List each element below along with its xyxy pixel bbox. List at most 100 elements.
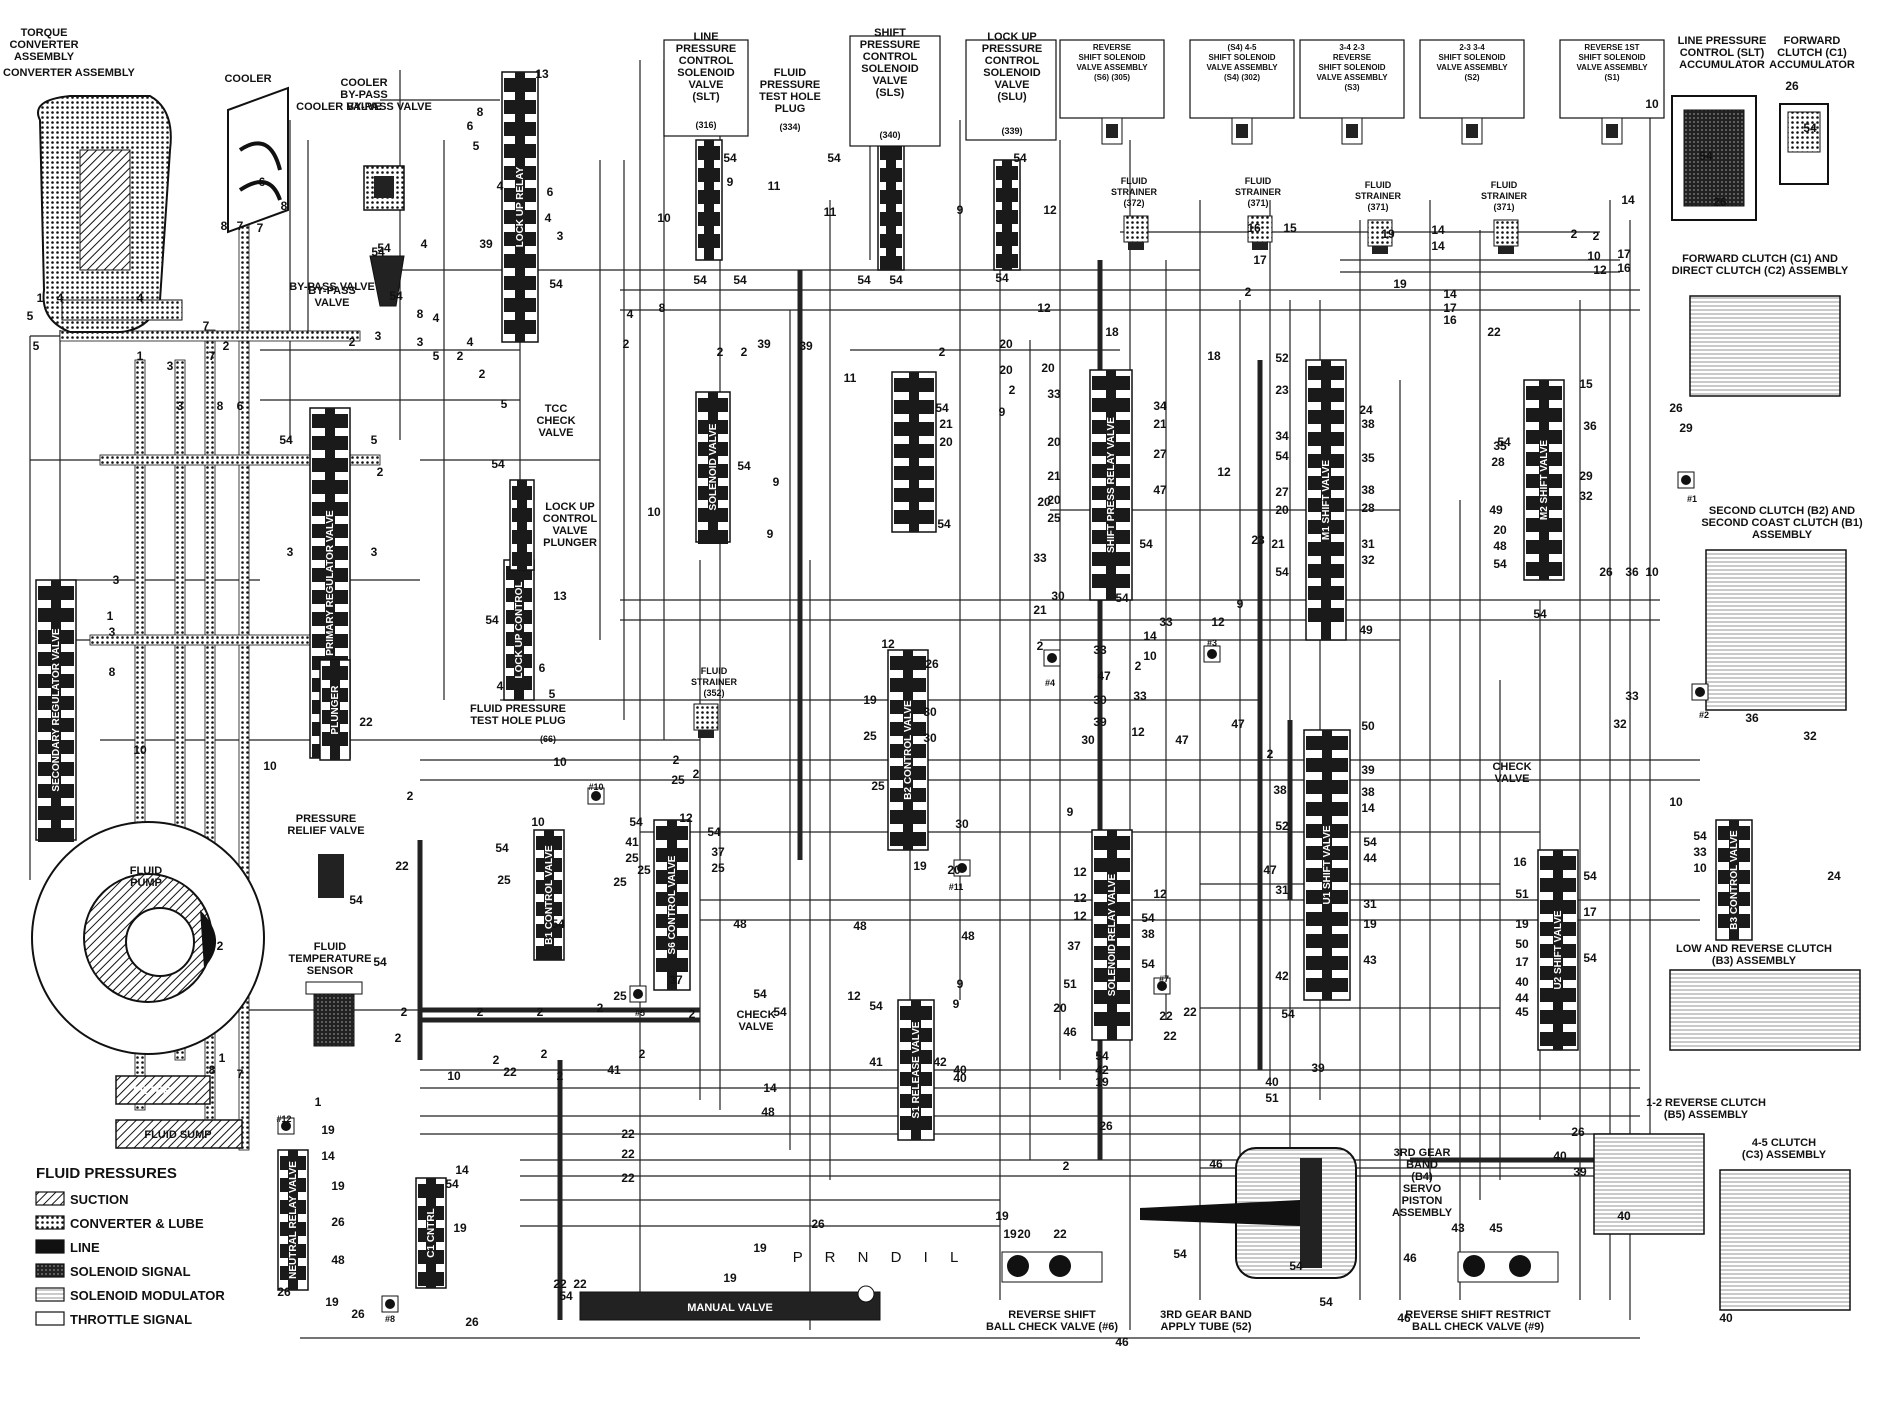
part-ref: (340) [879, 130, 900, 140]
passage-number: 4 [421, 237, 428, 251]
passage-number: 2 [457, 349, 464, 363]
passage-number: 50 [1515, 937, 1529, 951]
passage-number: 22 [1163, 1029, 1177, 1043]
passage-number: 33 [1159, 615, 1173, 629]
passage-number: 54 [1497, 435, 1511, 449]
passage-number: 39 [1361, 763, 1375, 777]
solenoid-valve-body: SOLENOID VALVE [695, 391, 731, 544]
passage-number: 54 [371, 245, 385, 259]
legend-item-fine: SOLENOID MODULATOR [35, 1287, 225, 1303]
passage-number: 54 [1141, 911, 1155, 925]
check-ball-10: #10 [587, 782, 605, 805]
b3-control-valve: B3 CONTROL VALVE [1715, 819, 1753, 941]
passage-number: 24 [1827, 869, 1841, 883]
legend-label: CONVERTER & LUBE [70, 1216, 204, 1231]
passage-number: 26 [465, 1315, 479, 1329]
passage-number: 44 [1515, 991, 1529, 1005]
c1-accumulator [1779, 103, 1829, 185]
passage-number: 2 [477, 1005, 484, 1019]
passage-number: 4 [545, 211, 552, 225]
primary-regulator-valve-label: PRIMARY REGULATOR VALVE [325, 510, 336, 656]
passage-number: 38 [1361, 785, 1375, 799]
passage-number: 2 [689, 1007, 696, 1021]
passage-number: 41 [607, 1063, 621, 1077]
passage-number: 2 [1063, 1159, 1070, 1173]
lock-up-control-valve-label: LOCK UP CONTROL [514, 581, 525, 678]
passage-number: 3 [375, 329, 382, 343]
passage-number: 20 [1017, 1227, 1031, 1241]
passage-number: 23 [1275, 383, 1289, 397]
passage-number: 21 [1271, 537, 1285, 551]
lock-up-relay-valve-label: LOCK UP RELAY [515, 166, 526, 247]
passage-number: 54 [445, 1177, 459, 1191]
b2-control-valve: B2 CONTROL VALVE [887, 649, 929, 851]
passage-number: 19 [913, 859, 927, 873]
passage-number: 5 [473, 139, 480, 153]
passage-number: 3 [177, 399, 184, 413]
passage-number: 47 [1097, 669, 1111, 683]
passage-number: 14 [763, 1081, 777, 1095]
cooler-label: COOLER [224, 73, 271, 85]
passage-number: 16 [1247, 221, 1261, 235]
passage-number: 40 [953, 1063, 967, 1077]
third-gear-band-servo [1140, 1147, 1357, 1279]
passage-number: 2 [1245, 285, 1252, 299]
passage-number: 38 [1141, 927, 1155, 941]
passage-number: 54 [1583, 869, 1597, 883]
passage-number: 54 [1275, 449, 1289, 463]
passage-number: 6 [259, 175, 266, 189]
passage-number: 54 [707, 825, 721, 839]
passage-number: 1 [315, 1095, 322, 1109]
passage-number: 2 [1037, 639, 1044, 653]
passage-number: 36 [1745, 711, 1759, 725]
passage-number: 37 [711, 845, 725, 859]
passage-number: 2 [493, 1053, 500, 1067]
passage-number: 5 [371, 433, 378, 447]
slt-accumulator [1671, 95, 1757, 221]
passage-number: 2 [623, 337, 630, 351]
manual-valve-label: MANUAL VALVE [687, 1302, 773, 1314]
passage-number: 47 [1153, 483, 1167, 497]
b3-control-valve-label: B3 CONTROL VALVE [1729, 830, 1740, 930]
passage-number: 52 [1275, 351, 1289, 365]
secondary-regulator-valve-label: SECONDARY REGULATOR VALVE [51, 628, 62, 791]
passage-number: 20 [1493, 523, 1507, 537]
passage-number: 20 [1053, 1001, 1067, 1015]
passage-number: 5 [33, 339, 40, 353]
passage-number: 20 [1047, 493, 1061, 507]
passage-number: 22 [503, 1065, 517, 1079]
passage-number: 21 [1033, 603, 1047, 617]
passage-number: 19 [1515, 917, 1529, 931]
top-solenoid-1 [663, 39, 749, 137]
passage-number: 54 [857, 273, 871, 287]
passage-number: 51 [1515, 887, 1529, 901]
passage-number: 2 [395, 1031, 402, 1045]
b1-control-valve-label: B1 CONTROL VALVE [544, 845, 555, 945]
passage-number: 17 [1443, 301, 1457, 315]
passage-number: 25 [637, 863, 651, 877]
legend-item-open: THROTTLE SIGNAL [35, 1311, 192, 1327]
check-ball-4: #4 [1043, 649, 1061, 688]
passage-number: 43 [1363, 953, 1377, 967]
passage-number: 9 [767, 527, 774, 541]
bypass-valve-label: BY-PASS VALVE [289, 281, 375, 293]
part-ref: (316) [695, 120, 716, 130]
passage-number: 9 [1237, 597, 1244, 611]
passage-number: 26 [1099, 1119, 1113, 1133]
passage-number: 2 [693, 767, 700, 781]
shift-press-relay-valve: SHIFT PRESS RELAY VALVE [1089, 369, 1133, 601]
check-ball-label: #8 [385, 1314, 395, 1324]
passage-number: 1 [107, 609, 114, 623]
passage-number: 47 [1231, 717, 1245, 731]
passage-number: 8 [659, 301, 666, 315]
passage-number: 46 [1209, 1157, 1223, 1171]
passage-number: 47 [1175, 733, 1189, 747]
check-ball-label: #2 [1699, 710, 1709, 720]
